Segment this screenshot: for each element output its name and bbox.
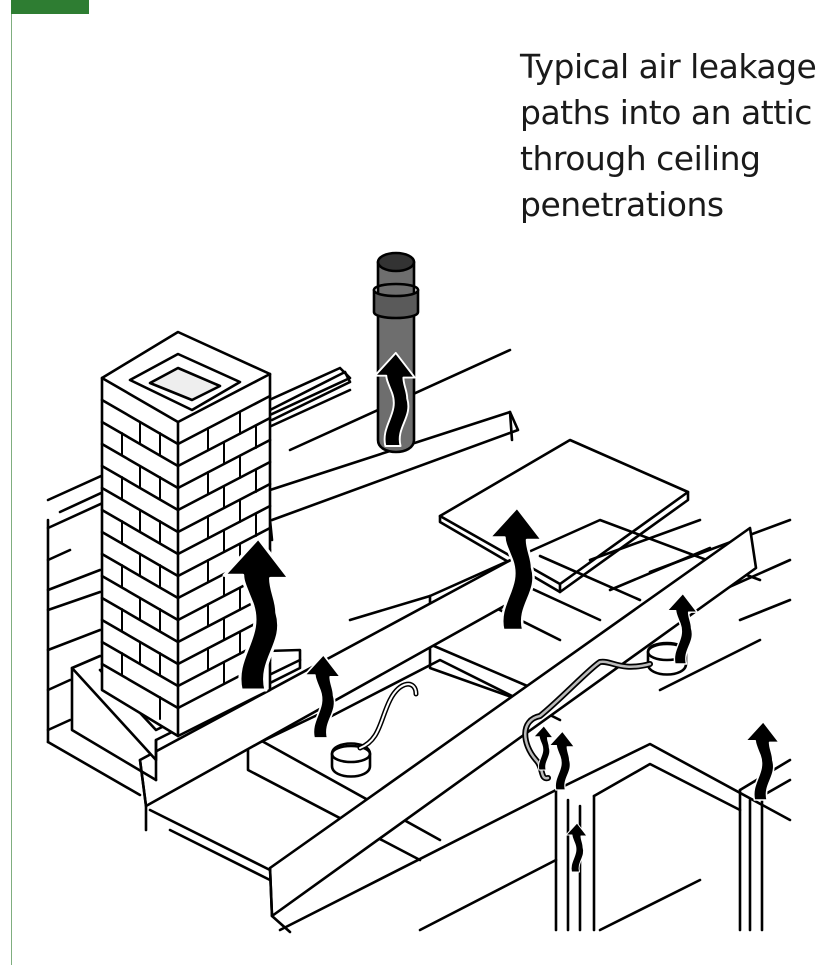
air-leak-arrows: [224, 353, 779, 872]
ceiling-light-fixture-box-right: [525, 643, 686, 778]
airflow-arrow-icon: [549, 731, 574, 790]
attic-hatch-panel: [440, 440, 688, 592]
ceiling-light-fixture-box-left: [332, 684, 416, 776]
